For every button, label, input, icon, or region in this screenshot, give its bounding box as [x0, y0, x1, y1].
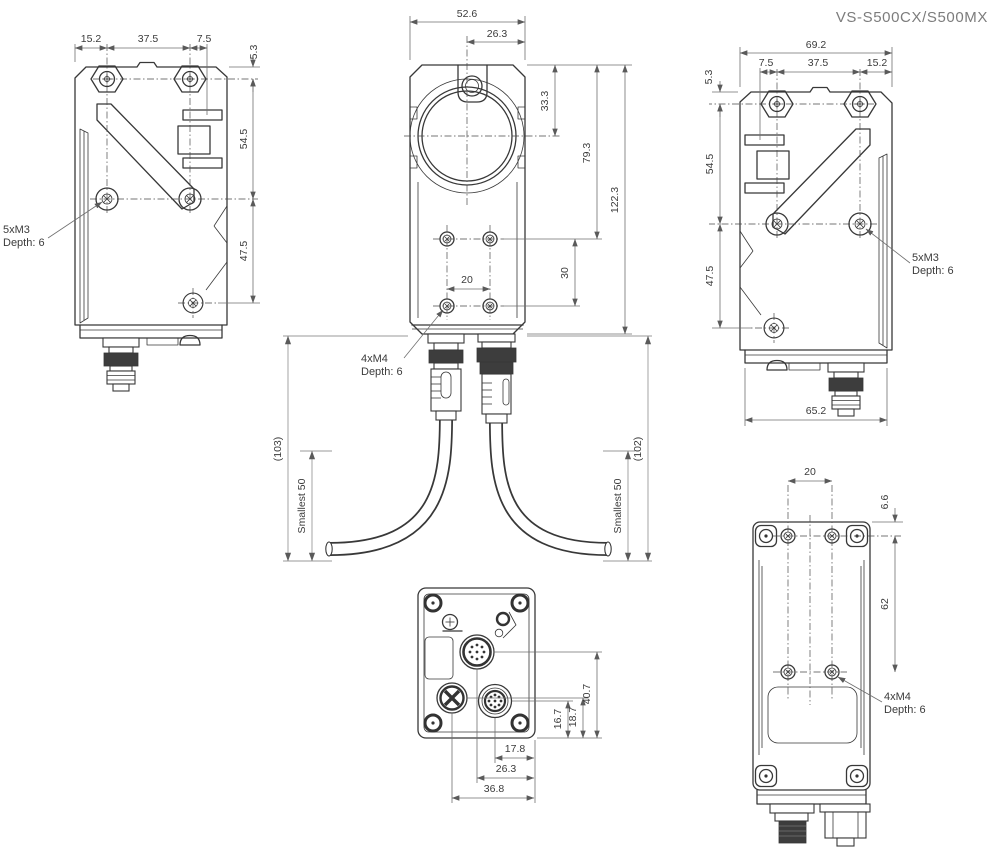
left-connector	[427, 333, 465, 421]
thread-label-m4-depth: Depth: 6	[361, 366, 403, 378]
thread-label-m3: 5xM3	[912, 252, 939, 264]
right-cable	[489, 419, 609, 556]
dim-hole-pitch-v: 30	[559, 267, 571, 279]
dim-lens-center: 33.3	[539, 91, 551, 112]
left-cable	[329, 415, 453, 556]
dim-conn-top: 40.7	[581, 684, 593, 705]
dim-hole-row-top: 79.3	[581, 143, 593, 164]
right-side-view: 69.2 7.5 37.5 15.2 5.3 54.5 47.5 5xM3 De…	[703, 39, 954, 426]
dim-w-mid: 26.3	[496, 763, 517, 775]
dim-inner-offset: 7.5	[759, 57, 774, 69]
thread-label-m4-depth: Depth: 6	[884, 704, 926, 716]
dim-hole-pitch: 37.5	[808, 57, 829, 69]
dim-hole-pitch-h: 20	[804, 466, 816, 478]
nameplate-recess	[767, 686, 858, 744]
dim-height: 122.3	[609, 187, 621, 213]
left-side-view: 15.2 37.5 7.5 5.3 54.5 47.5 5xM3 Depth: …	[3, 33, 260, 391]
dim-hole-pitch-v: 54.5	[704, 154, 716, 175]
dim-top-to-hole: 5.3	[248, 45, 260, 60]
dim-depth-width: 69.2	[806, 39, 827, 51]
right-connector	[476, 333, 517, 424]
io-connector	[477, 683, 513, 719]
dim-inner-offset: 7.5	[197, 33, 212, 45]
dim-center-offset: 26.3	[487, 28, 508, 40]
dim-lower-pitch-v: 47.5	[238, 241, 250, 262]
dim-cable-left-bend: Smallest 50	[296, 478, 308, 533]
drawing-title: VS-S500CX/S500MX	[836, 9, 988, 26]
dim-w-outer: 36.8	[484, 783, 505, 795]
back-connectors	[769, 803, 871, 847]
dim-w-inner: 17.8	[505, 743, 526, 755]
dim-front-width: 52.6	[457, 8, 478, 20]
dim-cable-left-total: (103)	[272, 437, 284, 462]
dim-cable-right-total: (102)	[632, 437, 644, 462]
dim-cable-right-bend: Smallest 50	[612, 478, 624, 533]
bottom-view: 16.7 18.7 40.7 17.8 26.3 36.8	[417, 587, 602, 803]
bottom-body-outline	[417, 587, 536, 739]
dim-hole-pitch: 37.5	[138, 33, 159, 45]
dim-hole-pitch-h: 20	[461, 274, 473, 286]
dim-left-offset: 15.2	[81, 33, 102, 45]
dim-bottom-width: 65.2	[806, 405, 827, 417]
dim-conn-left: 18.7	[567, 707, 579, 728]
dim-hole-pitch-v: 54.5	[238, 129, 250, 150]
label-recess	[424, 636, 454, 680]
dim-right-offset: 15.2	[867, 57, 888, 69]
thread-label-m3-depth: Depth: 6	[3, 237, 45, 249]
cable-dimensions: (103) Smallest 50 (102) Smallest 50	[272, 335, 652, 562]
dim-hole-pitch-v: 62	[879, 598, 891, 610]
thread-label-m4: 4xM4	[361, 353, 388, 365]
back-view: 20 6.6 62 4xM4 Depth: 6	[752, 466, 926, 847]
dim-conn-right: 16.7	[552, 709, 564, 730]
ethernet-connector	[459, 634, 495, 670]
thread-label-m3: 5xM3	[3, 224, 30, 236]
thread-label-m4: 4xM4	[884, 691, 911, 703]
dim-top-to-hole: 6.6	[879, 495, 891, 510]
power-connector	[436, 682, 468, 714]
back-body-outline	[752, 521, 871, 791]
thread-label-m3-depth: Depth: 6	[912, 265, 954, 277]
front-view: 20 4xM4 Depth: 6 52.6 26.3	[325, 8, 632, 557]
dim-lower-pitch-v: 47.5	[704, 266, 716, 287]
front-body-outline	[409, 64, 526, 335]
dim-top-to-hole: 5.3	[703, 70, 715, 85]
